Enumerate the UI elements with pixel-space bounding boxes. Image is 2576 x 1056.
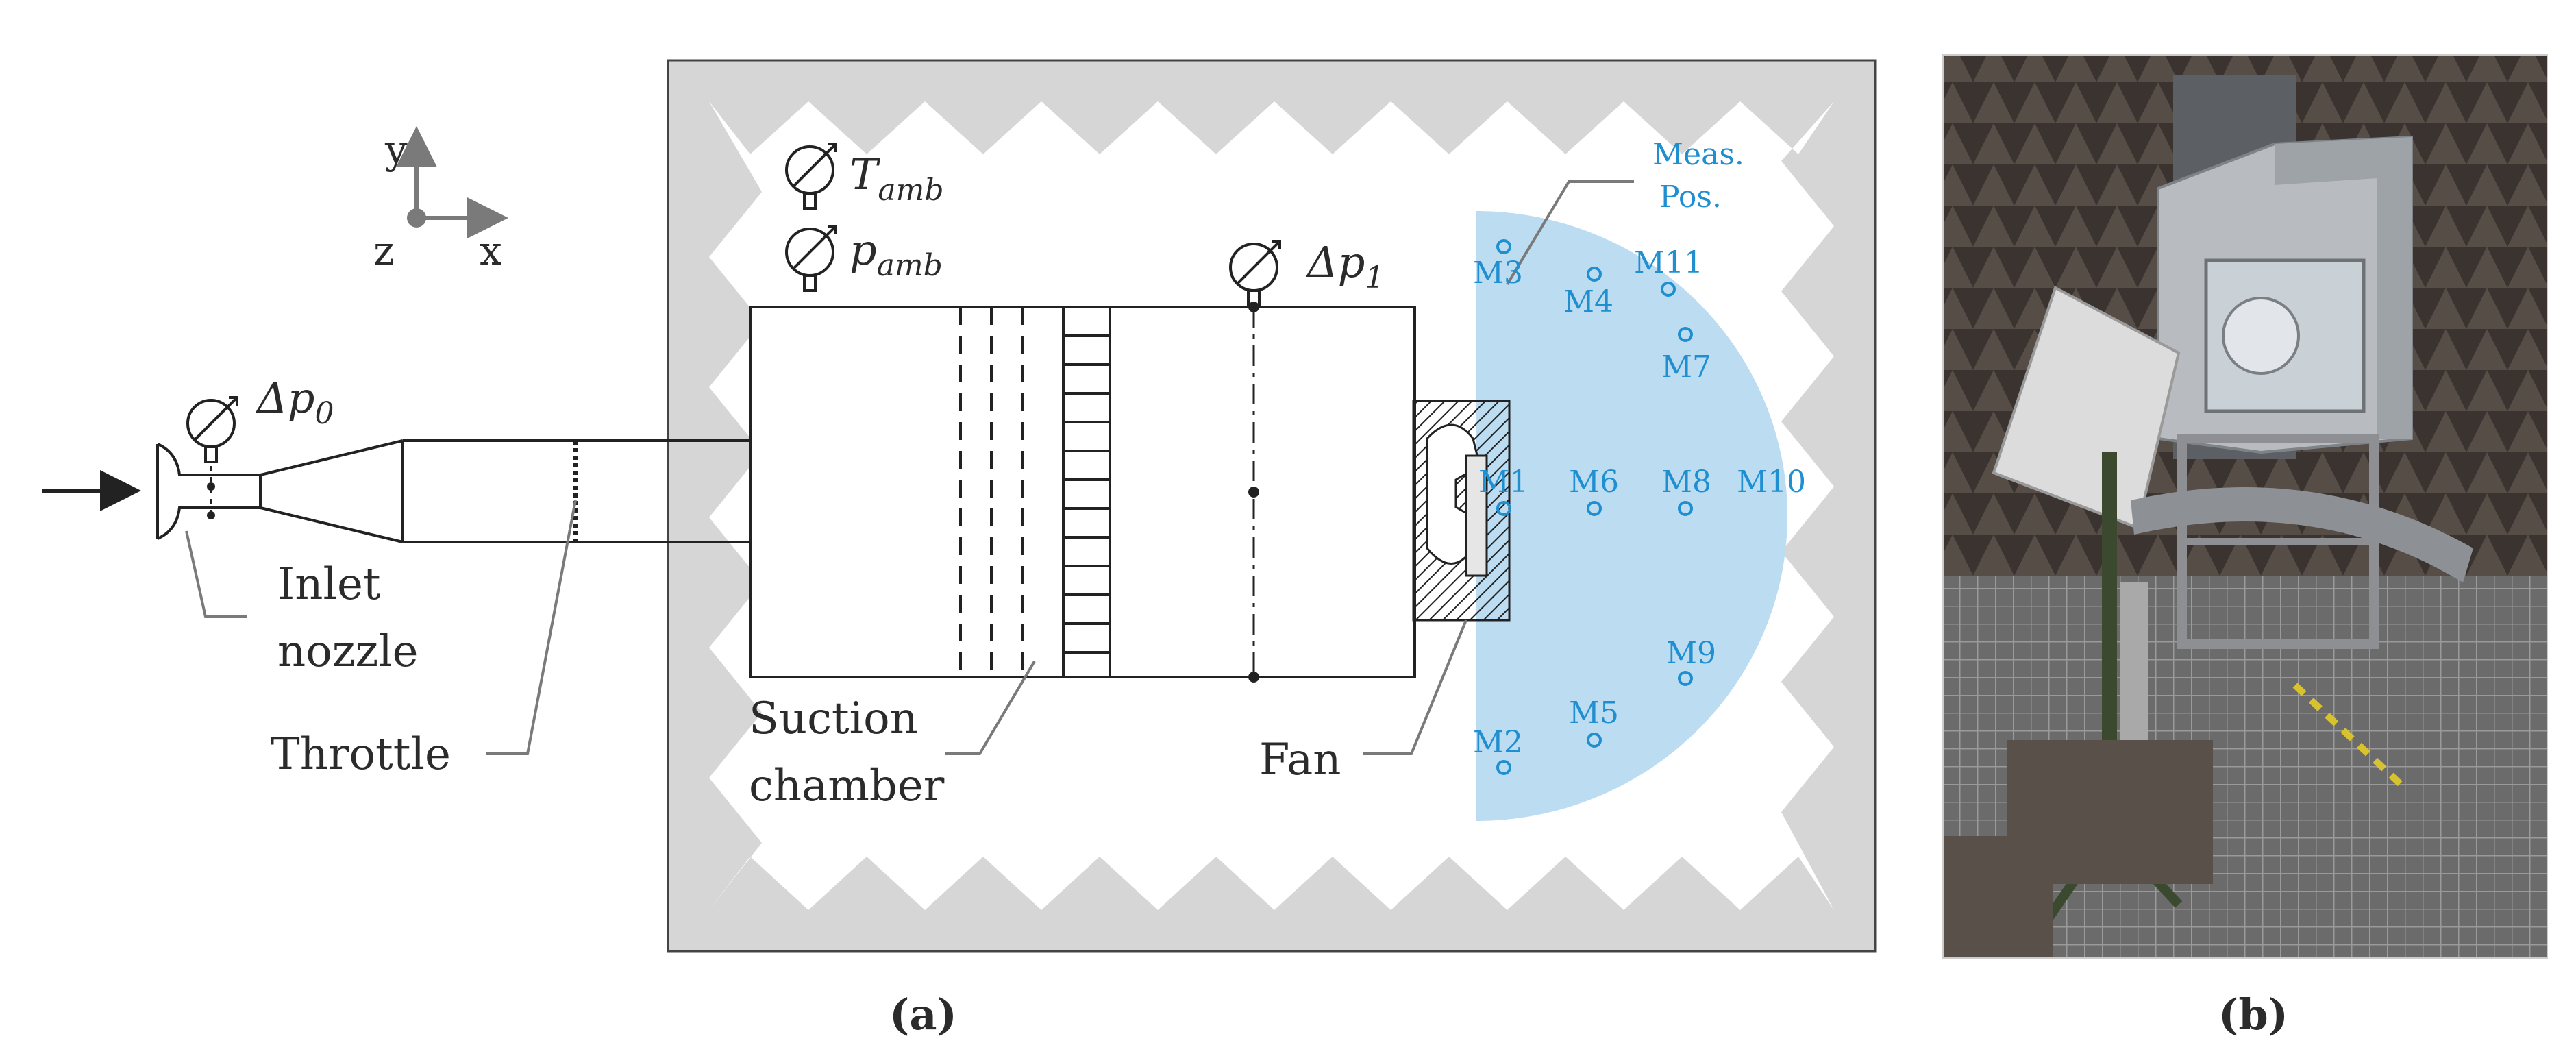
axis-z-label: z <box>373 228 395 274</box>
svg-text:M9: M9 <box>1666 636 1716 671</box>
svg-text:M4: M4 <box>1563 284 1613 319</box>
throttle-label: Throttle <box>271 729 451 780</box>
mic-m9: M9 <box>1666 636 1716 686</box>
meas-label-2: Pos. <box>1659 180 1722 214</box>
suction-chamber <box>749 302 1416 683</box>
mic-m3: M3 <box>1473 239 1523 291</box>
mic-m1: M1 <box>1478 465 1528 516</box>
measurement-region <box>1476 211 1787 821</box>
inlet-nozzle <box>156 439 404 543</box>
svg-text:M2: M2 <box>1473 725 1523 760</box>
meas-leader <box>1506 180 1634 286</box>
gauge-dp1 <box>1229 240 1281 307</box>
caption-b: (b) <box>2218 990 2288 1040</box>
mic-m6: M6 <box>1569 465 1619 516</box>
suction-label-2: chamber <box>749 761 945 811</box>
suction-leader <box>945 660 1036 755</box>
dp1-label: Δp1 <box>1306 237 1384 295</box>
throttle-leader <box>486 500 577 755</box>
meas-label-1: Meas. <box>1652 137 1744 172</box>
svg-text:M11: M11 <box>1634 245 1703 280</box>
coordinate-axes: y x z <box>373 126 508 274</box>
mic-m7: M7 <box>1661 327 1711 384</box>
duct <box>401 439 750 543</box>
inlet-label-2: nozzle <box>277 626 419 677</box>
p-amb-label: pamb <box>850 225 943 283</box>
axis-x-label: x <box>480 228 502 274</box>
mic-positions: M3 M4 M11 M7 M1 M6 M8 M10 M9 M5 M2 <box>1473 239 1806 775</box>
microphone-arc-plate <box>1992 286 2181 530</box>
svg-text:M6: M6 <box>1569 465 1619 500</box>
inlet-leader <box>185 530 247 618</box>
mic-m2: M2 <box>1473 725 1523 775</box>
fan-leader <box>1363 619 1467 755</box>
suction-label-1: Suction <box>749 693 918 744</box>
panel-a: y x z Tamb pamb Δp0 <box>42 59 1877 1040</box>
z-axis-dot <box>407 208 426 228</box>
caption-a: (a) <box>889 990 957 1040</box>
dp0-label: Δp0 <box>256 373 334 431</box>
axis-y-label: y <box>384 126 408 173</box>
inlet-label-1: Inlet <box>277 559 381 610</box>
svg-text:M1: M1 <box>1478 465 1528 500</box>
fan <box>1412 400 1511 622</box>
mic-m10: M10 <box>1737 465 1806 500</box>
gauge-p-amb <box>785 225 837 292</box>
gauge-t-amb <box>785 143 837 210</box>
mic-m5: M5 <box>1569 696 1619 748</box>
flow-straightener <box>1062 306 1111 678</box>
mic-m4: M4 <box>1563 267 1613 319</box>
panel-b-photo <box>1942 54 2548 959</box>
svg-text:M5: M5 <box>1569 696 1619 730</box>
gauge-dp0 <box>186 396 238 463</box>
svg-text:M8: M8 <box>1661 465 1711 500</box>
mic-m11: M11 <box>1634 245 1703 297</box>
svg-text:M7: M7 <box>1661 349 1711 384</box>
fan-label: Fan <box>1259 735 1341 785</box>
svg-text:M10: M10 <box>1737 465 1806 500</box>
t-amb-label: Tamb <box>850 149 943 208</box>
mic-m8: M8 <box>1661 465 1711 516</box>
svg-text:M3: M3 <box>1473 256 1523 291</box>
